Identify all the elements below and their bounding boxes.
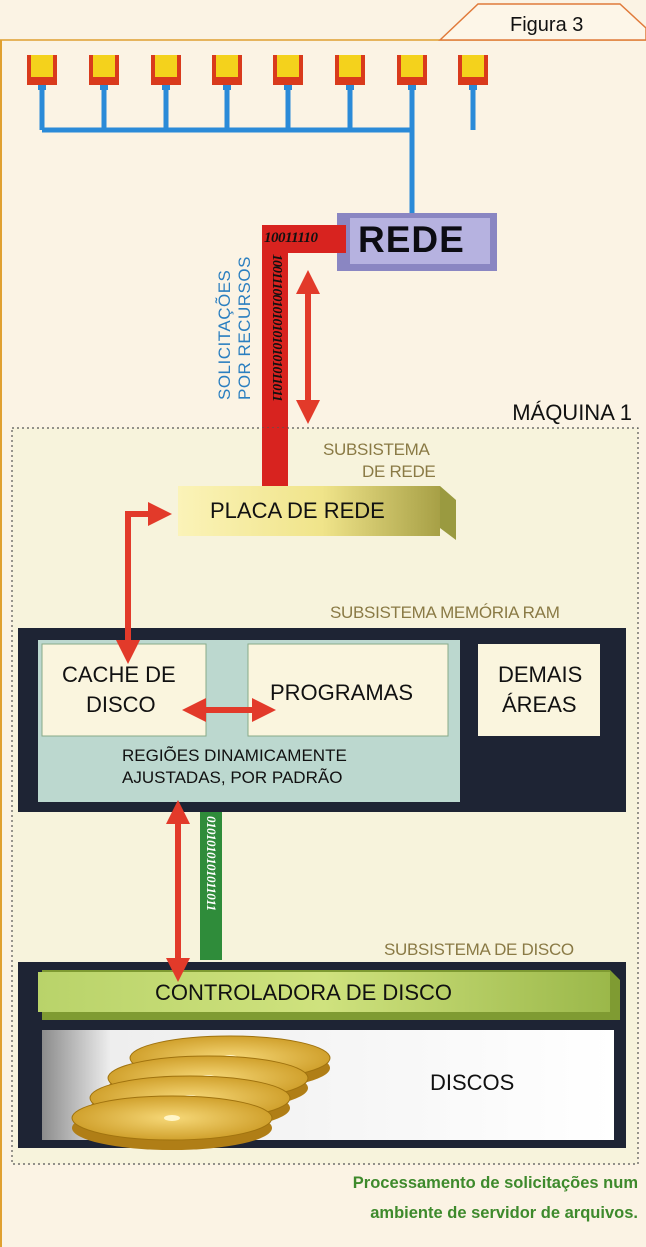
- client-computer: [397, 55, 427, 90]
- regions-line1: REGIÕES DINAMICAMENTE: [122, 746, 347, 765]
- network-bus: [39, 88, 476, 218]
- client-computer: [212, 55, 242, 90]
- ram-subsystem-label: SUBSISTEMA MEMÓRIA RAM: [330, 603, 560, 622]
- client-computer: [335, 55, 365, 90]
- client-computer: [458, 55, 488, 90]
- binary-vertical: 1001110010101010101011011: [269, 254, 284, 401]
- caption-line2: ambiente de servidor de arquivos.: [370, 1204, 638, 1222]
- programs-label: PROGRAMAS: [270, 680, 414, 705]
- net-subsystem-line1: SUBSISTEMA: [323, 440, 430, 459]
- regions-line2: AJUSTADAS, POR PADRÃO: [122, 768, 343, 787]
- client-computer: [89, 55, 119, 90]
- client-computer: [151, 55, 181, 90]
- requests-label-line1: SOLICITAÇÕES: [215, 269, 234, 400]
- machine-title: MÁQUINA 1: [512, 400, 632, 425]
- other-areas-line1: DEMAIS: [498, 662, 583, 687]
- caption-line1: Processamento de solicitações num: [352, 1174, 638, 1192]
- figure-tab: [438, 3, 646, 41]
- binary-green: 0101010101011011: [204, 816, 219, 911]
- disk-platters: [71, 1035, 331, 1150]
- net-subsystem-line2: DE REDE: [362, 462, 436, 481]
- disks-label: DISCOS: [430, 1070, 515, 1095]
- ram-block: [18, 628, 626, 812]
- client-computers: [27, 55, 488, 90]
- disk-subsystem-label: SUBSISTEMA DE DISCO: [384, 940, 574, 959]
- disk-platter: [71, 1095, 273, 1150]
- disk-cache-line1: CACHE DE: [62, 662, 176, 687]
- other-areas-line2: ÁREAS: [502, 692, 577, 717]
- network-label: REDE: [358, 219, 465, 260]
- network-box: [337, 213, 497, 271]
- requests-label-line2: POR RECURSOS: [235, 256, 254, 400]
- disk-cache-line2: DISCO: [86, 692, 156, 717]
- controller-label: CONTROLADORA DE DISCO: [155, 980, 453, 1005]
- nic-box: [178, 486, 456, 540]
- requests-label: SOLICITAÇÕES POR RECURSOS: [211, 230, 271, 400]
- disk-binary-cable: [200, 812, 222, 960]
- client-computer: [273, 55, 303, 90]
- client-computer: [27, 55, 57, 90]
- figure-tab-label: Figura 3: [510, 14, 584, 36]
- nic-label: PLACA DE REDE: [210, 498, 385, 523]
- arrows: [116, 270, 320, 982]
- binary-top: 10011110: [264, 230, 318, 246]
